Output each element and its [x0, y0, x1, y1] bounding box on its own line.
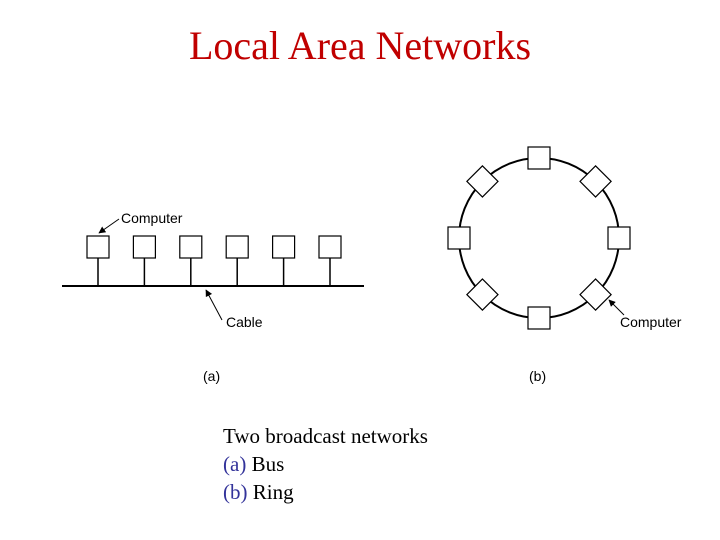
ring-diagram: Computer (b)	[447, 146, 682, 384]
ring-computer-label: Computer	[620, 314, 682, 330]
ring-computer-node	[466, 278, 499, 311]
ring-panel-label: (b)	[529, 368, 546, 384]
caption-tag-b: (b)	[223, 480, 248, 504]
bus-computer-node	[132, 235, 156, 286]
bus-diagram: Computer Cable (a)	[62, 210, 364, 384]
ring-computer-node	[607, 226, 631, 250]
caption-heading: Two broadcast networks	[223, 424, 428, 448]
ring-computer-node	[447, 226, 471, 250]
bus-computer-node	[179, 235, 203, 286]
caption-text-bus: Bus	[251, 452, 285, 476]
caption-tag-a: (a)	[223, 452, 247, 476]
caption: Two broadcast networks (a) Bus (b) Ring	[223, 422, 428, 506]
computer-box	[132, 235, 156, 259]
computer-box	[179, 235, 203, 259]
bus-computer-node	[318, 235, 342, 286]
computer-box	[86, 235, 110, 259]
ring-computer-node	[579, 278, 612, 311]
caption-item-bus: (a) Bus	[223, 450, 428, 478]
ring-computer-node	[527, 306, 551, 330]
bus-panel-label: (a)	[203, 368, 220, 384]
computer-box	[272, 235, 296, 259]
slide-title: Local Area Networks	[188, 23, 532, 68]
computer-box	[318, 235, 342, 259]
bus-cable-arrow	[205, 289, 223, 321]
bus-computer-node	[225, 235, 249, 286]
computer-box	[225, 235, 249, 259]
ring-computer-node	[527, 146, 551, 170]
bus-computer-arrow	[98, 218, 120, 234]
ring-computer-node	[579, 165, 612, 198]
bus-computer-node	[272, 235, 296, 286]
ring-computer-arrow	[608, 299, 625, 316]
bus-computer-node	[86, 235, 110, 286]
bus-cable-label: Cable	[226, 314, 263, 330]
caption-text-ring: Ring	[252, 480, 294, 504]
caption-item-ring: (b) Ring	[223, 478, 428, 506]
ring-computer-node	[466, 165, 499, 198]
bus-computer-label: Computer	[121, 210, 183, 226]
